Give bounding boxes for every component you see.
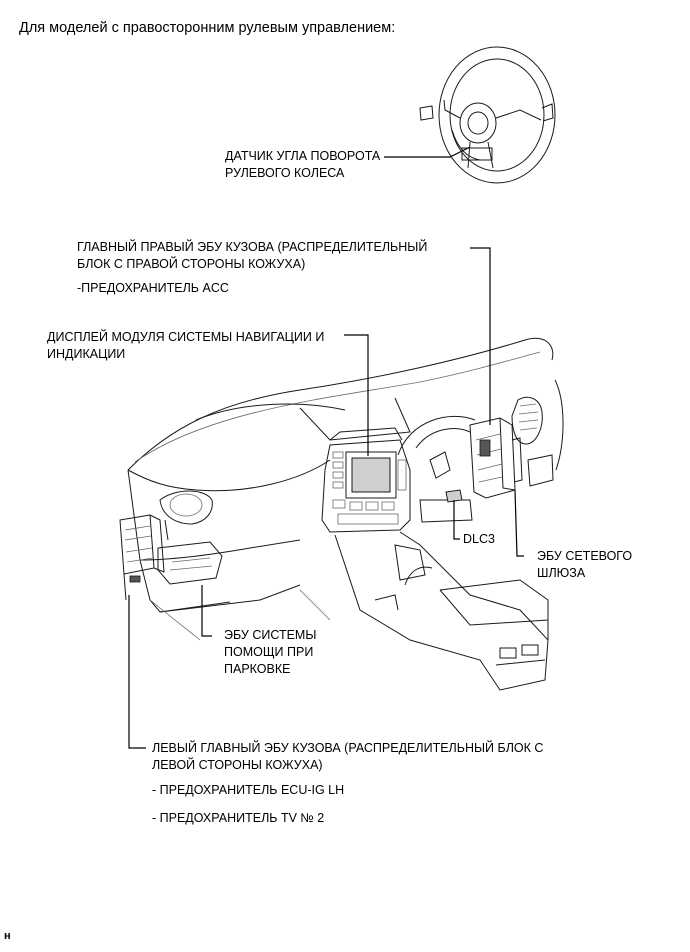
steering-angle-sensor-line-1: ДАТЧИК УГЛА ПОВОРОТА <box>225 149 381 163</box>
fuse-ecu-ig-lh-label: - ПРЕДОХРАНИТЕЛЬ ECU-IG LH <box>152 783 345 797</box>
leader-lines <box>128 146 524 749</box>
footer-mark: н <box>4 930 11 942</box>
parking-assist-ecu-line-2: ПОМОЩИ ПРИ <box>224 645 314 659</box>
steering-angle-sensor-label: ДАТЧИК УГЛА ПОВОРОТА РУЛЕВОГО КОЛЕСА <box>225 148 380 182</box>
gateway-ecu-line-2: ШЛЮЗА <box>537 566 586 580</box>
fuse-acc-label: -ПРЕДОХРАНИТЕЛЬ ACC <box>77 281 229 295</box>
main-body-ecu-lh-label: ЛЕВЫЙ ГЛАВНЫЙ ЭБУ КУЗОВА (РАСПРЕДЕЛИТЕЛЬ… <box>152 740 543 774</box>
parking-assist-ecu-line-1: ЭБУ СИСТЕМЫ <box>224 628 317 642</box>
main-body-ecu-rh-line-1: ГЛАВНЫЙ ПРАВЫЙ ЭБУ КУЗОВА (РАСПРЕДЕЛИТЕЛ… <box>77 240 428 254</box>
page-heading: Для моделей с правосторонним рулевым упр… <box>19 20 396 36</box>
dashboard-drawing <box>127 337 564 691</box>
main-body-ecu-lh-line-2: ЛЕВОЙ СТОРОНЫ КОЖУХА) <box>152 758 323 772</box>
nav-display-line-1: ДИСПЛЕЙ МОДУЛЯ СИСТЕМЫ НАВИГАЦИИ И <box>47 330 325 344</box>
nav-display-line-2: ИНДИКАЦИИ <box>47 347 126 361</box>
right-body-ecu-drawing <box>445 417 523 503</box>
nav-display-label: ДИСПЛЕЙ МОДУЛЯ СИСТЕМЫ НАВИГАЦИИ И ИНДИК… <box>47 329 324 363</box>
left-body-ecu-drawing <box>119 514 223 601</box>
main-body-ecu-rh-line-2: БЛОК С ПРАВОЙ СТОРОНЫ КОЖУХА) <box>77 257 306 271</box>
gateway-ecu-line-1: ЭБУ СЕТЕВОГО <box>537 549 633 563</box>
main-body-ecu-lh-line-1: ЛЕВЫЙ ГЛАВНЫЙ ЭБУ КУЗОВА (РАСПРЕДЕЛИТЕЛЬ… <box>152 741 544 755</box>
parking-assist-ecu-label: ЭБУ СИСТЕМЫ ПОМОЩИ ПРИ ПАРКОВКЕ <box>224 627 316 678</box>
gateway-ecu-label: ЭБУ СЕТЕВОГО ШЛЮЗА <box>537 548 632 582</box>
dlc3-label: DLC3 <box>463 532 495 546</box>
fuse-tv2-label: - ПРЕДОХРАНИТЕЛЬ TV № 2 <box>152 811 325 825</box>
steering-wheel-drawing <box>419 46 556 184</box>
steering-angle-sensor-line-2: РУЛЕВОГО КОЛЕСА <box>225 166 345 180</box>
parking-assist-ecu-line-3: ПАРКОВКЕ <box>224 662 291 676</box>
main-body-ecu-rh-label: ГЛАВНЫЙ ПРАВЫЙ ЭБУ КУЗОВА (РАСПРЕДЕЛИТЕЛ… <box>77 239 427 273</box>
